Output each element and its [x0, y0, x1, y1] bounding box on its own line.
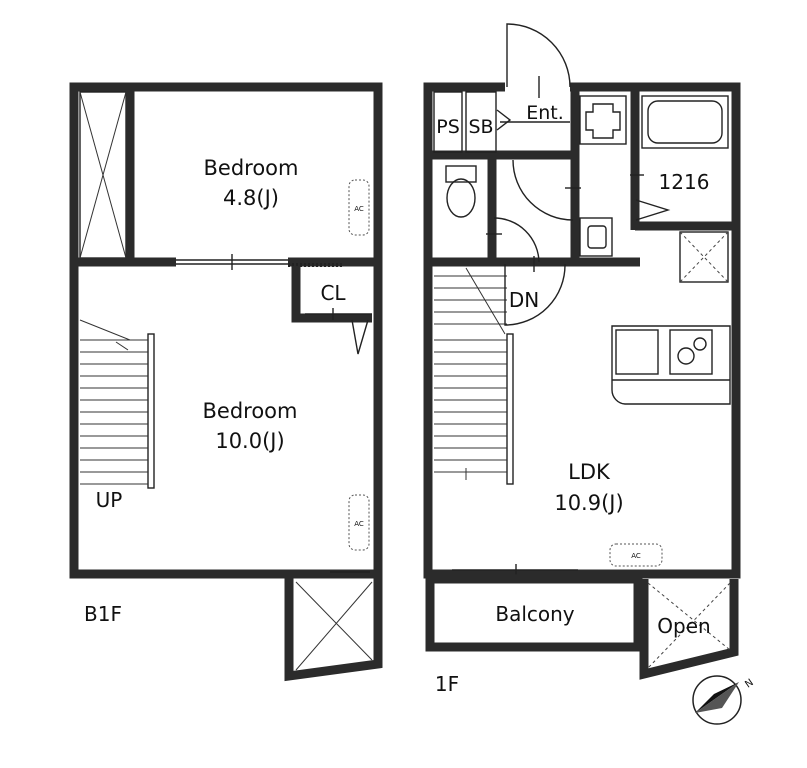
- bedroom-large-name: Bedroom: [203, 399, 298, 423]
- burner-2: [693, 337, 707, 351]
- ac-unit-b1f-1: [348, 179, 370, 236]
- 1f-stair-treads: [434, 267, 507, 480]
- balcony-wall: [425, 574, 643, 652]
- burner-1: [677, 347, 695, 365]
- 1f-stair-rail: [506, 333, 514, 485]
- bedroom-large-size: 10.0(J): [215, 429, 284, 453]
- entrance-door[interactable]: [506, 23, 571, 88]
- bedroom-small-name: Bedroom: [204, 156, 299, 180]
- kitchen-counter: [611, 325, 731, 405]
- ac-label-1f: AC: [631, 552, 641, 560]
- b1f-stair-rail: [147, 333, 155, 489]
- stairs-up-label: UP: [96, 488, 123, 512]
- open-wall: [639, 579, 739, 680]
- sb-cabinet: [465, 91, 497, 153]
- ldk-door[interactable]: [504, 263, 566, 326]
- sb-indicator: [496, 109, 512, 131]
- kitchen-stove: [669, 329, 713, 375]
- wetcore-door[interactable]: [512, 159, 574, 221]
- b1f-lightwell-cross-b: [295, 581, 373, 671]
- b1f-storage-cross-b: [79, 91, 127, 259]
- b1f-stair-treads: [79, 319, 148, 485]
- laundry-drain: [585, 103, 621, 139]
- ldk-size: 10.9(J): [554, 491, 623, 515]
- b1f-floor: AC AC Bedroom 4.8(J) CL Bedroom 10.0(J) …: [69, 82, 383, 682]
- washbasin-bowl: [587, 225, 607, 249]
- toilet-door[interactable]: [493, 217, 540, 263]
- kitchen-sink: [615, 329, 659, 375]
- b1f-lightwell-cross-a: [295, 581, 373, 661]
- open-label: Open: [657, 614, 710, 638]
- b1f-outer-wall: [69, 82, 383, 579]
- toilet-tank: [445, 165, 477, 183]
- closet-label: CL: [320, 281, 346, 305]
- entrance-label: Ent.: [526, 102, 564, 124]
- floor-label-1f: 1F: [435, 672, 459, 696]
- ac-unit-1f: [609, 543, 663, 567]
- fridge-cross-b: [679, 231, 729, 283]
- fridge-space: [679, 231, 729, 283]
- 1f-outer-wall: [423, 82, 741, 579]
- bath-label: 1216: [659, 170, 710, 194]
- bathtub-inner: [647, 100, 723, 144]
- washbasin: [579, 217, 613, 257]
- b1f-closet-wall: [291, 266, 372, 323]
- toilet-bowl: [446, 178, 476, 218]
- ac-unit-b1f-2: [348, 494, 370, 551]
- fridge-cross-a: [679, 231, 729, 283]
- stairs-down-label: DN: [509, 288, 539, 312]
- laundry-pan: [579, 95, 627, 145]
- ldk-name: LDK: [568, 460, 611, 484]
- compass-north-label: N: [743, 677, 755, 690]
- open-cross-b: [647, 582, 731, 669]
- ps-label: PS: [436, 116, 460, 138]
- ac-label-1: AC: [354, 205, 364, 213]
- 1f-floor: AC PS SB Ent. 1216 DN LDK 10.9(J) Balcon…: [423, 23, 741, 696]
- b1f-lightwell-wall: [284, 578, 383, 682]
- bath-door-swing: [635, 199, 671, 221]
- balcony-label: Balcony: [495, 602, 574, 626]
- ac-label-2: AC: [354, 520, 364, 528]
- b1f-closet-swing: [351, 319, 369, 355]
- bedroom-small-size: 4.8(J): [223, 186, 279, 210]
- bathtub: [641, 95, 729, 149]
- sb-label: SB: [468, 116, 493, 138]
- compass-icon: N: [692, 675, 756, 725]
- ps-cabinet: [433, 91, 463, 153]
- floor-label-b1f: B1F: [84, 602, 122, 626]
